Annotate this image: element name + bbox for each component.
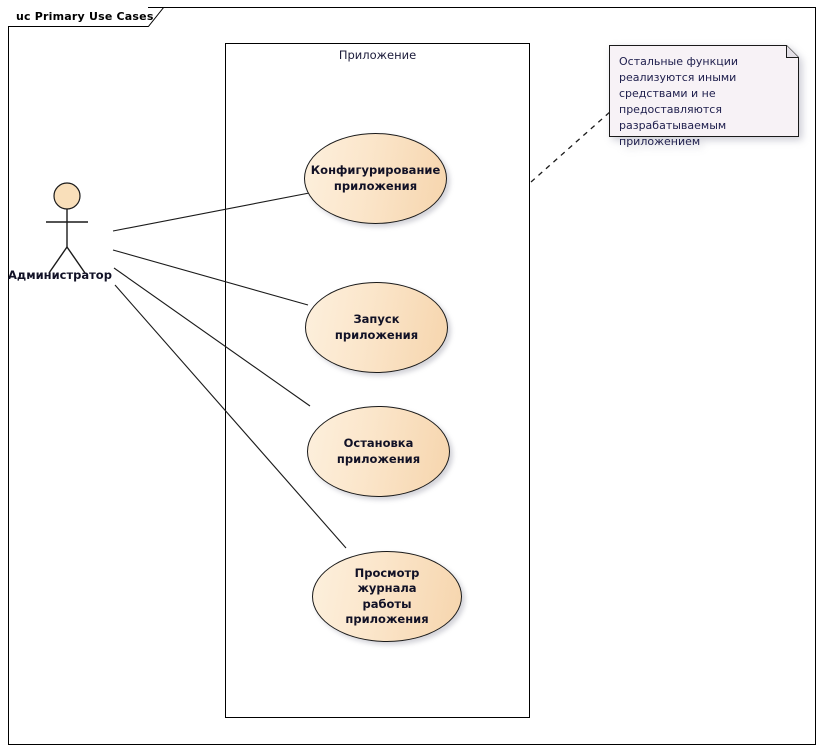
use-case-configure[interactable]: Конфигурирование приложения — [304, 133, 447, 224]
frame-tab-slant-icon — [148, 7, 164, 27]
use-case-view-log[interactable]: Просмотр журнала работы приложения — [312, 551, 462, 642]
system-boundary-label: Приложение — [338, 48, 417, 62]
note-text: Остальные функции реализуются иными сред… — [619, 55, 739, 148]
actor-leg-right-icon — [66, 246, 86, 274]
actor-label: Администратор — [8, 268, 112, 282]
diagram-frame-tab: uc Primary Use Cases — [8, 7, 164, 27]
use-case-label: Остановка приложения — [336, 436, 421, 466]
actor-leg-left-icon — [48, 246, 68, 274]
note-shape-icon — [609, 45, 799, 137]
use-case-start[interactable]: Запуск приложения — [305, 282, 448, 373]
use-case-label: Конфигурирование приложения — [310, 163, 441, 193]
diagram-title: uc Primary Use Cases — [16, 10, 154, 23]
actor-head-icon — [53, 182, 81, 210]
use-case-label: Запуск приложения — [334, 312, 419, 342]
actor-administrator[interactable] — [40, 180, 130, 290]
uml-note[interactable]: Остальные функции реализуются иными сред… — [609, 45, 799, 148]
diagram-frame — [8, 7, 816, 745]
use-case-label: Просмотр журнала работы приложения — [345, 566, 429, 626]
use-case-stop[interactable]: Остановка приложения — [307, 406, 450, 497]
